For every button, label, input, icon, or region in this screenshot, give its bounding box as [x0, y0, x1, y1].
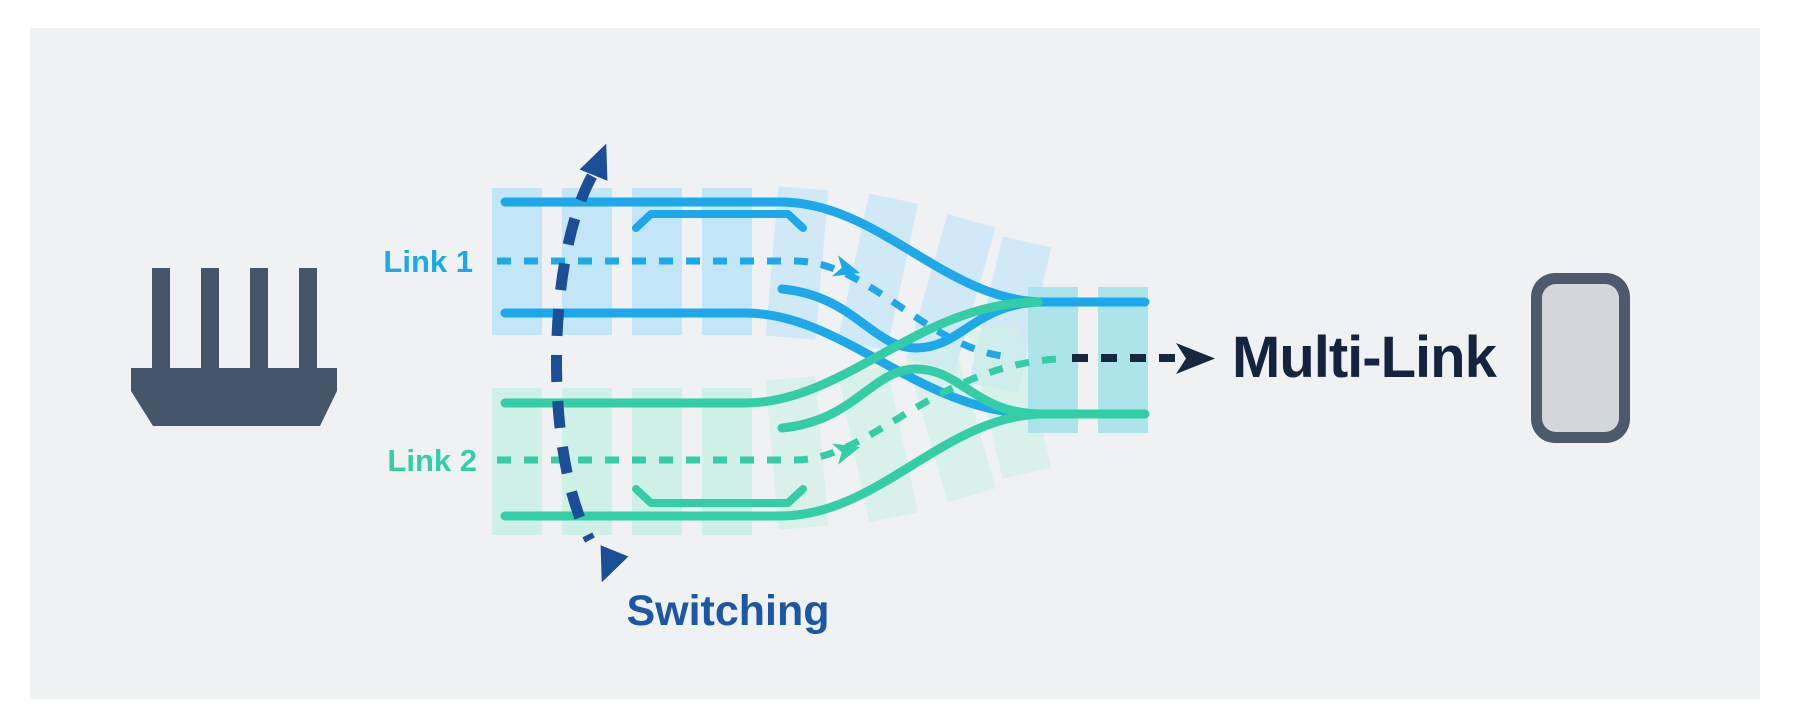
switching-label: Switching — [626, 587, 829, 635]
switching-arrow — [551, 143, 629, 583]
link1-siding — [632, 210, 807, 232]
router-icon — [131, 268, 337, 426]
tie — [968, 321, 1052, 479]
link2-check-rail — [777, 364, 1047, 433]
router-antenna — [152, 268, 170, 372]
link2-rail-bottom — [500, 409, 1150, 521]
router-antenna — [250, 268, 268, 372]
switching-arrowhead-down-icon — [600, 545, 629, 583]
link2-label: Link 2 — [387, 443, 477, 478]
right-arrow-icon — [1176, 343, 1215, 374]
router-antenna — [299, 268, 317, 372]
link1-label: Link 1 — [383, 244, 473, 279]
diagram-background — [30, 28, 1760, 699]
tie — [765, 376, 829, 530]
link1-arrowhead-icon — [831, 255, 860, 277]
link2-rail-top — [500, 297, 1043, 408]
link2-ties — [492, 321, 1052, 535]
phone-screen — [1542, 284, 1619, 432]
router-antenna — [201, 268, 219, 372]
switching-arrowhead-up-icon — [579, 143, 608, 181]
phone-icon — [1531, 273, 1630, 443]
link2-dashed-line — [497, 355, 1059, 464]
link1-check-rail — [777, 284, 1047, 353]
link2-siding — [632, 485, 807, 507]
link2-rails — [500, 297, 1150, 521]
router-body — [131, 368, 337, 426]
tie — [837, 365, 919, 523]
link2-arrowhead-icon — [831, 443, 860, 465]
multilink-label: Multi-Link — [1232, 325, 1498, 390]
tie — [837, 193, 919, 351]
switching-arc — [551, 173, 597, 543]
link1-dashed-line — [497, 257, 1013, 361]
